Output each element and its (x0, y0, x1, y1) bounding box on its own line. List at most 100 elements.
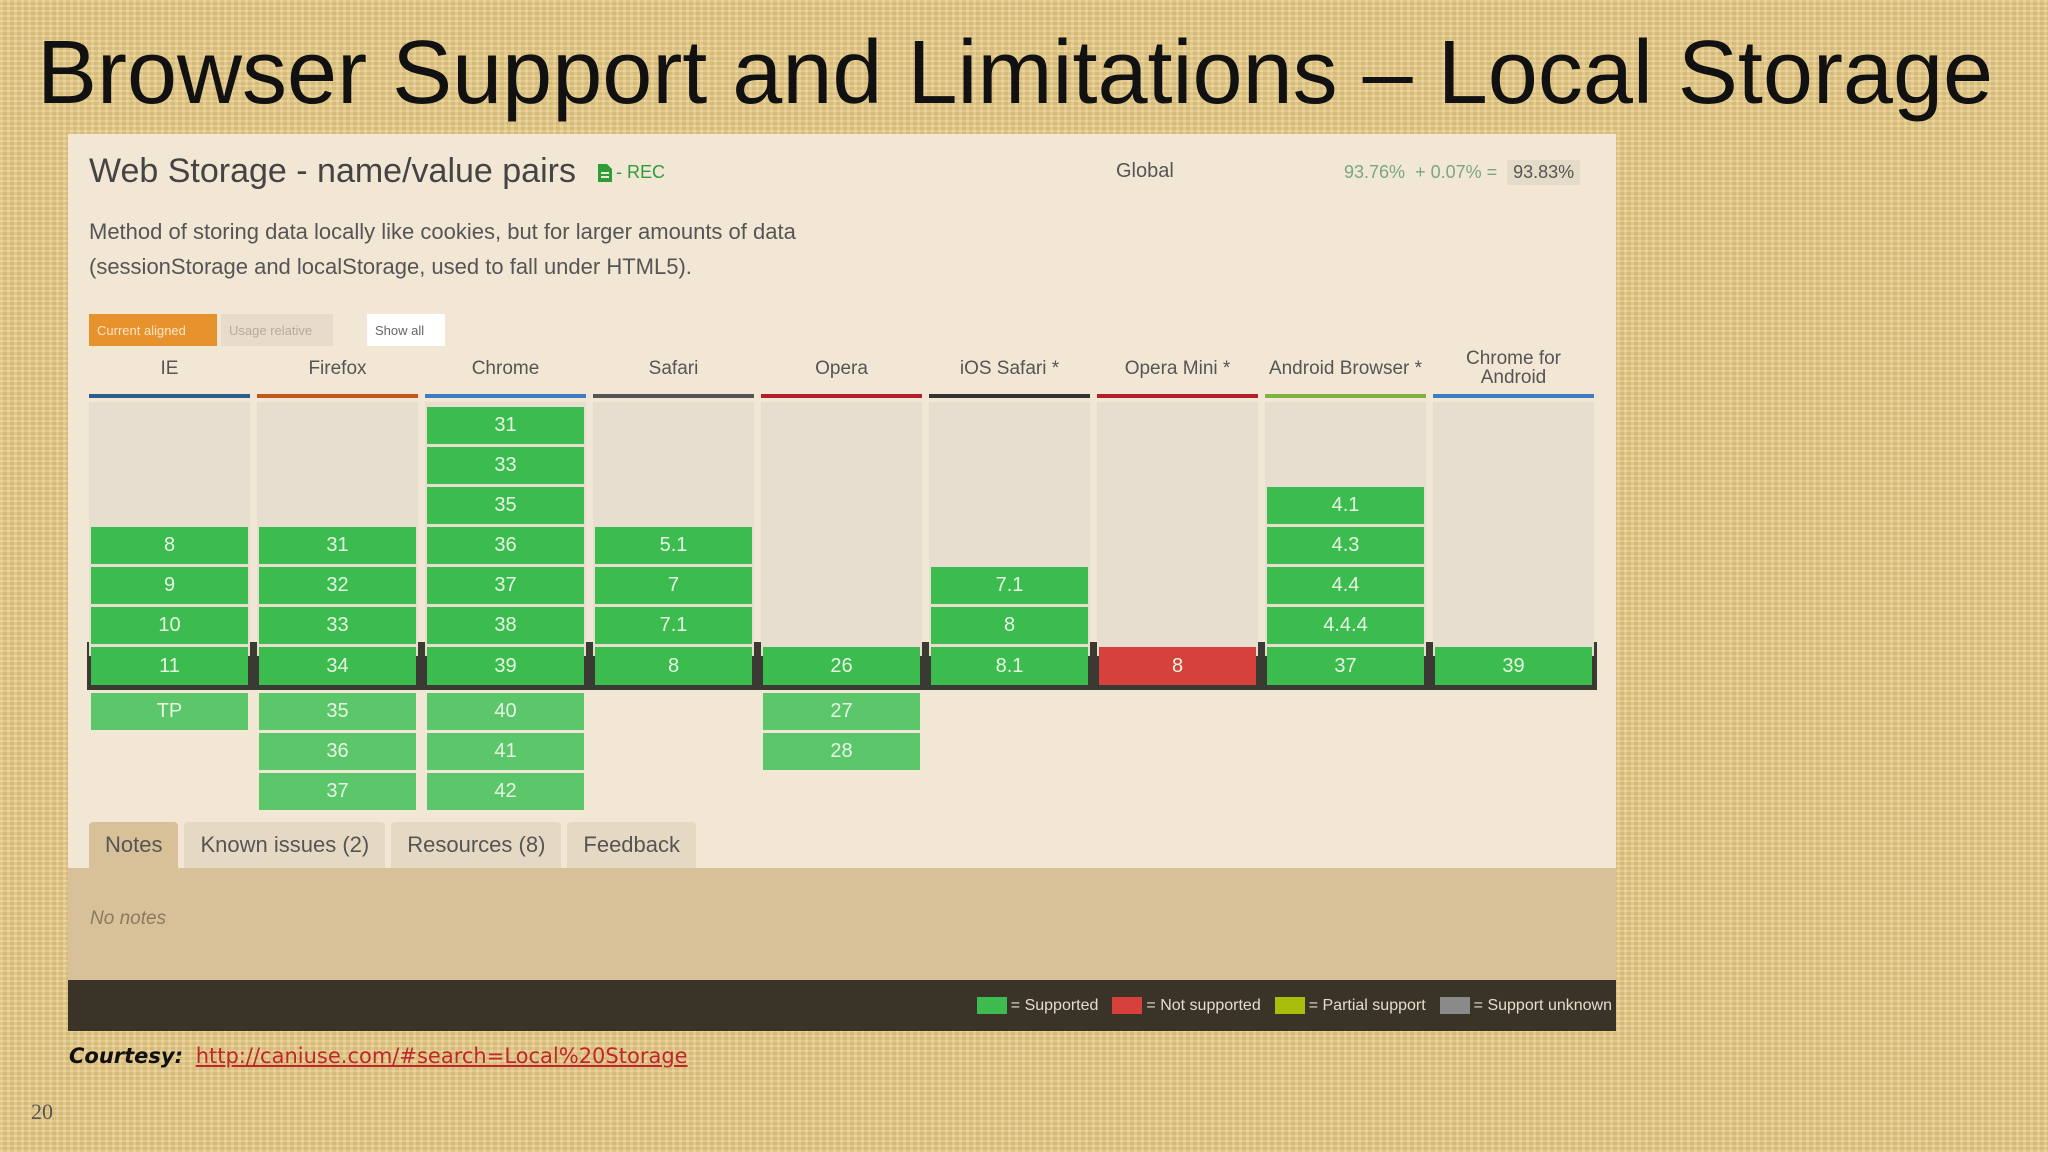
tab-resources[interactable]: Resources (8) (391, 822, 562, 868)
tab-feedback[interactable]: Feedback (567, 822, 697, 868)
legend-item: = Not supported (1112, 996, 1261, 1015)
courtesy-line: Courtesy: http://caniuse.com/#search=Loc… (69, 1044, 688, 1068)
feature-title: Web Storage - name/value pairs (89, 152, 576, 190)
version-cell[interactable]: 10 (91, 607, 248, 644)
courtesy-label: Courtesy: (69, 1044, 184, 1068)
spec-status-label: - REC (616, 162, 665, 182)
usage-supported: 93.76% (1344, 162, 1406, 182)
browser-accent-line (761, 394, 922, 398)
browser-accent-line (425, 394, 586, 398)
legend-label: = Supported (1010, 996, 1099, 1014)
version-cell[interactable]: 33 (427, 447, 584, 484)
future-version-cell[interactable]: 37 (259, 773, 416, 810)
browser-header-chrome: Chrome (471, 357, 540, 379)
browser-accent-line (593, 394, 754, 398)
version-cell[interactable]: 32 (259, 567, 416, 604)
info-tabs: Notes Known issues (2) Resources (8) Fee… (89, 822, 697, 868)
legend-label: = Partial support (1308, 996, 1426, 1014)
browser-accent-line (89, 394, 250, 398)
current-version-cell[interactable]: 37 (1267, 647, 1424, 685)
current-version-cell[interactable]: 39 (427, 647, 584, 685)
legend-item: = Partial support (1274, 996, 1426, 1015)
slide-title: Browser Support and Limitations – Local … (37, 23, 1994, 123)
current-version-cell[interactable]: 26 (763, 647, 920, 685)
version-cell[interactable]: 4.1 (1267, 487, 1424, 524)
version-cell[interactable]: 36 (427, 527, 584, 564)
current-version-cell[interactable]: 8 (1099, 647, 1256, 685)
browser-header-firefox: Firefox (308, 357, 367, 379)
legend-swatch-supported (976, 997, 1007, 1014)
tab-known-issues[interactable]: Known issues (2) (184, 822, 386, 868)
usage-relative-button[interactable]: Usage relative (221, 314, 333, 346)
current-version-cell[interactable]: 34 (259, 647, 416, 685)
page-number: 20 (31, 1099, 53, 1124)
browser-accent-line (1433, 394, 1594, 398)
version-cell[interactable]: 31 (259, 527, 416, 564)
browser-accent-line (929, 394, 1090, 398)
current-version-cell[interactable]: 39 (1435, 647, 1592, 685)
current-version-cell[interactable]: 8.1 (931, 647, 1088, 685)
version-cell[interactable]: 4.3 (1267, 527, 1424, 564)
usage-scope[interactable]: Global (1116, 160, 1174, 182)
version-cell[interactable]: 7.1 (595, 607, 752, 644)
legend-label: = Not supported (1146, 996, 1261, 1014)
usage-total: 93.83% (1507, 160, 1581, 185)
browser-accent-line (257, 394, 418, 398)
usage-partial: + 0.07% = (1415, 162, 1498, 182)
version-cell[interactable]: 33 (259, 607, 416, 644)
version-cell[interactable]: 4.4 (1267, 567, 1424, 604)
feature-description: Method of storing data locally like cook… (89, 219, 796, 279)
browser-header-ios-safari: iOS Safari * (959, 357, 1060, 379)
legend-swatch-partial (1274, 997, 1305, 1014)
support-legend: = Supported = Not supported = Partial su… (976, 980, 1612, 1031)
version-cell[interactable]: 8 (931, 607, 1088, 644)
version-cell[interactable]: 9 (91, 567, 248, 604)
browser-column-bg (1433, 402, 1594, 656)
legend-label: = Support unknown (1473, 996, 1612, 1014)
version-cell[interactable]: 35 (427, 487, 584, 524)
future-version-cell[interactable]: 28 (763, 733, 920, 770)
version-cell[interactable]: 37 (427, 567, 584, 604)
legend-item: = Supported (976, 996, 1099, 1015)
legend-swatch-unknown (1439, 997, 1470, 1014)
browser-accent-line (1097, 394, 1258, 398)
current-version-cell[interactable]: 8 (595, 647, 752, 685)
courtesy-link[interactable]: http://caniuse.com/#search=Local%20Stora… (195, 1044, 688, 1068)
browser-header-android-browser: Android Browser * (1268, 357, 1423, 379)
version-cell[interactable]: 7 (595, 567, 752, 604)
view-mode-buttons: Current aligned Usage relative Show all (89, 314, 445, 346)
legend-swatch-not-supported (1112, 997, 1143, 1014)
current-version-cell[interactable]: 11 (91, 647, 248, 685)
future-version-cell[interactable]: 36 (259, 733, 416, 770)
version-cell[interactable]: 5.1 (595, 527, 752, 564)
version-cell[interactable]: 8 (91, 527, 248, 564)
browser-header-opera-mini: Opera Mini * (1124, 357, 1231, 379)
legend-item: = Support unknown (1439, 996, 1612, 1015)
current-aligned-button[interactable]: Current aligned (89, 314, 217, 346)
legend-bar: = Supported = Not supported = Partial su… (68, 980, 1616, 1031)
browser-accent-line (1265, 394, 1426, 398)
browser-header-safari: Safari (648, 357, 699, 379)
version-cell[interactable]: 31 (427, 407, 584, 444)
future-version-cell[interactable]: 41 (427, 733, 584, 770)
document-icon (598, 163, 612, 182)
future-version-cell[interactable]: 40 (427, 693, 584, 730)
browser-column-bg (761, 402, 922, 656)
notes-text: No notes (90, 908, 167, 929)
spec-status-badge[interactable]: - REC (598, 162, 665, 183)
browser-header-chrome-for-android: Chrome for Android (1465, 348, 1562, 388)
version-cell[interactable]: 38 (427, 607, 584, 644)
usage-stats: 93.76% + 0.07% = 93.83% (1344, 160, 1581, 185)
notes-panel: No notes (68, 868, 1616, 980)
future-version-cell[interactable]: TP (91, 693, 248, 730)
caniuse-panel: Web Storage - name/value pairs - REC Glo… (68, 134, 1616, 1031)
future-version-cell[interactable]: 42 (427, 773, 584, 810)
browser-header-opera: Opera (815, 357, 868, 379)
tab-notes[interactable]: Notes (89, 822, 179, 868)
future-version-cell[interactable]: 35 (259, 693, 416, 730)
future-version-cell[interactable]: 27 (763, 693, 920, 730)
version-cell[interactable]: 7.1 (931, 567, 1088, 604)
browser-column-bg (1097, 402, 1258, 656)
version-cell[interactable]: 4.4.4 (1267, 607, 1424, 644)
show-all-button[interactable]: Show all (367, 314, 445, 346)
